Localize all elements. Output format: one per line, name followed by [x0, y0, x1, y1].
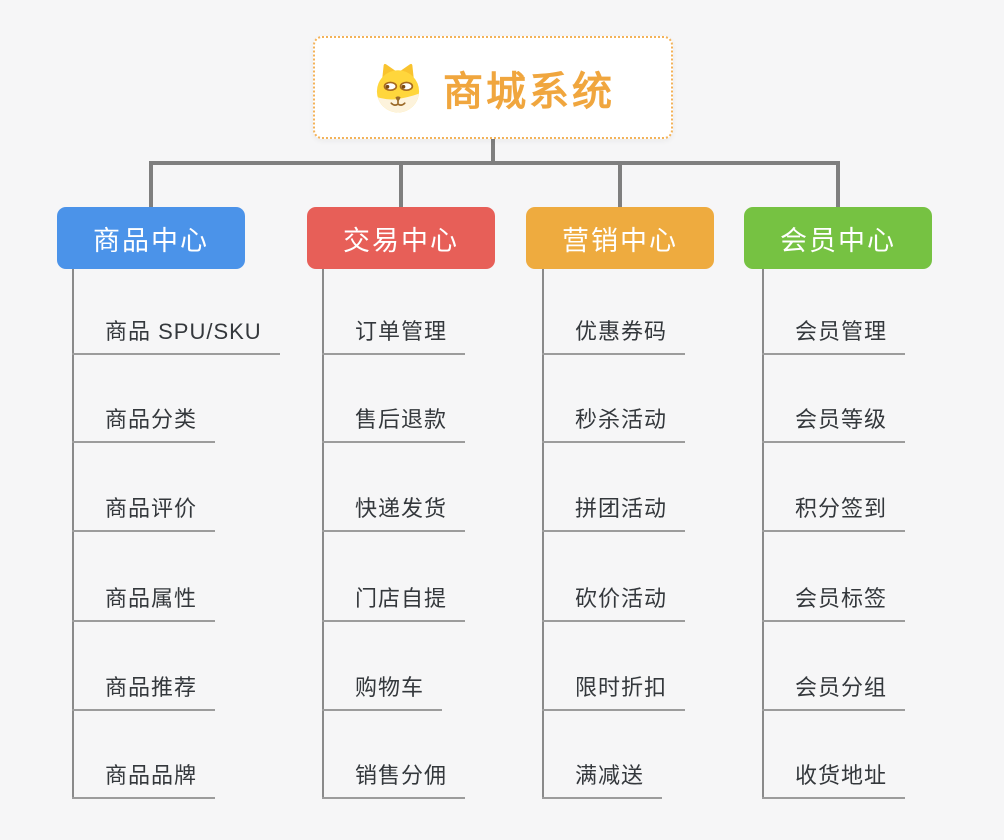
leaf-node[interactable]: 会员管理 — [762, 315, 906, 355]
leaf-node[interactable]: 快递发货 — [322, 492, 466, 532]
branch-node-product-center[interactable]: 商品中心 — [57, 207, 245, 269]
branch-children-product: 商品 SPU/SKU 商品分类 商品评价 商品属性 商品推荐 商品品牌 — [72, 269, 302, 799]
branch-children-trade: 订单管理 售后退款 快递发货 门店自提 购物车 销售分佣 — [322, 269, 552, 799]
leaf-node[interactable]: 积分签到 — [762, 492, 906, 532]
connector-root-stub — [491, 139, 495, 165]
leaf-node[interactable]: 订单管理 — [322, 315, 466, 355]
leaf-node[interactable]: 限时折扣 — [542, 671, 686, 711]
leaf-node[interactable]: 商品推荐 — [72, 671, 216, 711]
branch-node-member-center[interactable]: 会员中心 — [744, 207, 932, 269]
leaf-node[interactable]: 秒杀活动 — [542, 403, 686, 443]
branch-label: 交易中心 — [343, 225, 459, 256]
leaf-node[interactable]: 满减送 — [542, 759, 663, 799]
leaf-node[interactable]: 收货地址 — [762, 759, 906, 799]
leaf-node[interactable]: 销售分佣 — [322, 759, 466, 799]
leaf-node[interactable]: 会员等级 — [762, 403, 906, 443]
branch-label: 商品中心 — [93, 225, 209, 256]
connector-drop-marketing — [618, 161, 622, 209]
branch-children-marketing: 优惠券码 秒杀活动 拼团活动 砍价活动 限时折扣 满减送 — [542, 269, 772, 799]
root-title: 商城系统 — [443, 69, 615, 114]
leaf-node[interactable]: 砍价活动 — [542, 582, 686, 622]
leaf-node[interactable]: 会员标签 — [762, 582, 906, 622]
branch-node-trade-center[interactable]: 交易中心 — [307, 207, 495, 269]
branch-node-marketing-center[interactable]: 营销中心 — [526, 207, 714, 269]
leaf-node[interactable]: 门店自提 — [322, 582, 466, 622]
leaf-node[interactable]: 商品评价 — [72, 492, 216, 532]
connector-drop-product — [149, 161, 153, 209]
leaf-node[interactable]: 商品品牌 — [72, 759, 216, 799]
branch-label: 会员中心 — [780, 225, 896, 256]
leaf-node[interactable]: 售后退款 — [322, 403, 466, 443]
connector-drop-member — [836, 161, 840, 209]
leaf-node[interactable]: 商品分类 — [72, 403, 216, 443]
leaf-node[interactable]: 优惠券码 — [542, 315, 686, 355]
connector-drop-trade — [399, 161, 403, 209]
branch-label: 营销中心 — [562, 225, 678, 256]
connector-horizontal-bar — [149, 161, 838, 165]
leaf-node[interactable]: 拼团活动 — [542, 492, 686, 532]
dog-face-icon — [376, 63, 420, 112]
root-node-mall-system[interactable]: 商城系统 — [313, 36, 673, 139]
leaf-node[interactable]: 购物车 — [322, 671, 443, 711]
branch-children-member: 会员管理 会员等级 积分签到 会员标签 会员分组 收货地址 — [762, 269, 992, 799]
leaf-node[interactable]: 会员分组 — [762, 671, 906, 711]
leaf-node[interactable]: 商品 SPU/SKU — [72, 315, 280, 355]
leaf-node[interactable]: 商品属性 — [72, 582, 216, 622]
